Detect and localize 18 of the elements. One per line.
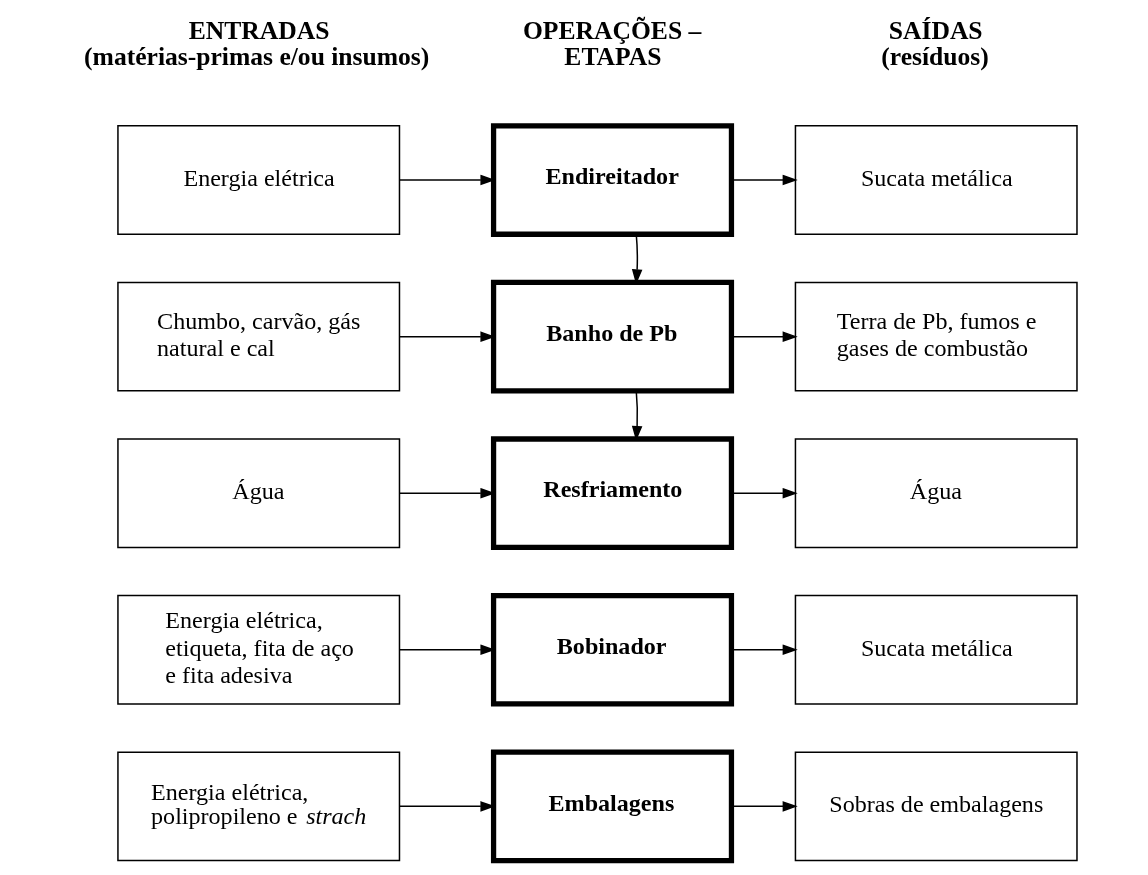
node-box: Sucata metálica — [794, 594, 1078, 705]
node-box: Endireitador — [490, 123, 734, 237]
node-box: Bobinador — [490, 592, 734, 707]
node-box: Energia elétrica, etiqueta, fita de aço e fita adesiva — [116, 594, 400, 705]
node-box: Embalagens — [490, 749, 734, 864]
label: SAÍDAS (resíduos) — [880, 16, 989, 72]
label: OPERAÇÕES – ETAPAS — [522, 16, 701, 72]
label: ENTRADAS (matérias-primas e/ou insumos) — [83, 16, 429, 72]
node-box: Energia elétrica, polipropileno e strach — [116, 751, 400, 862]
node-box: Sobras de embalagens — [794, 751, 1078, 862]
node-box: Água — [794, 438, 1078, 549]
node-box: Sucata metálica — [794, 125, 1078, 235]
node-box: Banho de Pb — [490, 279, 734, 394]
node-box: Terra de Pb, fumos e gases de combustão — [794, 281, 1078, 392]
node-box: Energia elétrica — [116, 125, 400, 235]
node-box: Água — [116, 438, 400, 549]
node-box: Chumbo, carvão, gás natural e cal — [116, 281, 400, 392]
node-box: Resfriamento — [490, 436, 734, 551]
